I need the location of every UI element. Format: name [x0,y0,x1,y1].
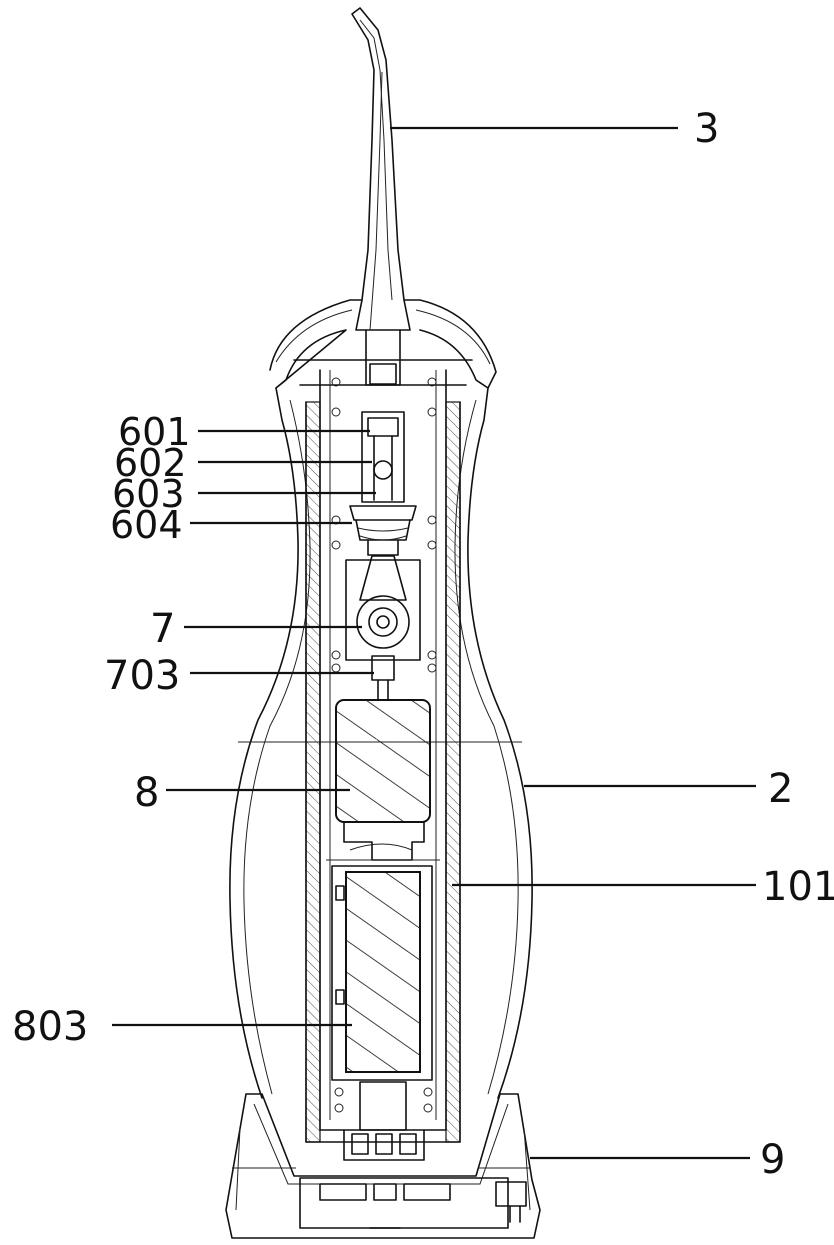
leader-lines [112,126,756,1160]
label-604: 604 [110,503,183,547]
charging-base [225,1093,541,1239]
label-703: 703 [104,653,180,699]
pump-assembly [349,411,417,556]
label-603: 603 [112,472,185,516]
label-602: 602 [114,441,187,485]
label-803: 803 [12,1004,88,1050]
label-2: 2 [768,766,793,812]
label-3: 3 [694,106,719,152]
label-8: 8 [134,770,159,816]
reference-numerals: 3 601 602 603 604 7 703 8 2 101 803 9 [12,106,834,1183]
label-7: 7 [150,606,175,652]
motor-drive [345,555,421,701]
battery [331,865,433,1161]
motor-body [326,699,440,861]
label-9: 9 [760,1137,785,1183]
nozzle [351,7,411,386]
label-101: 101 [762,864,834,910]
label-601: 601 [118,410,191,454]
